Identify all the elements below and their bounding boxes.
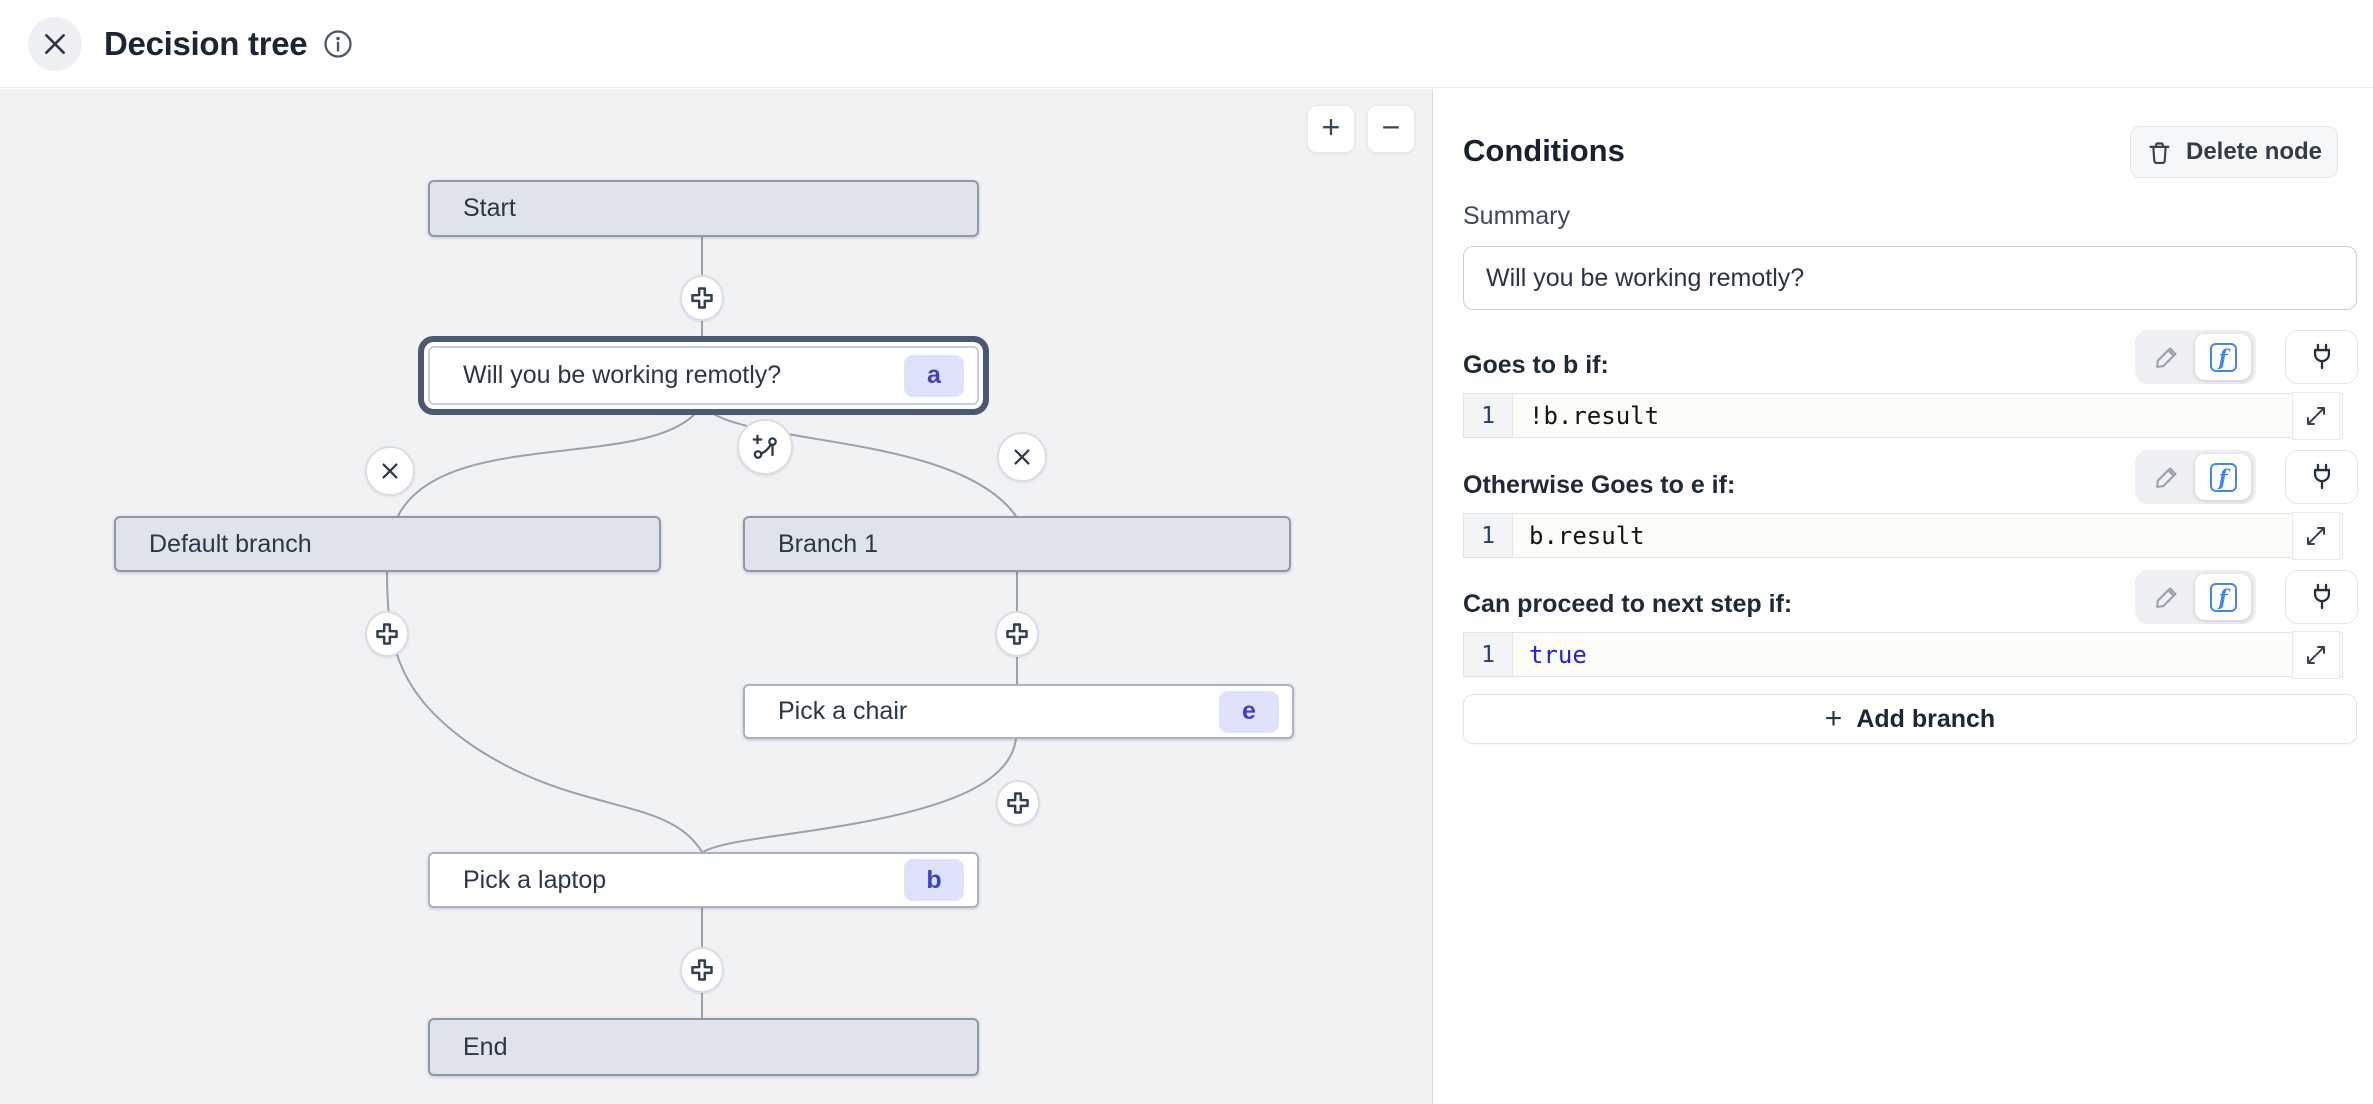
text-mode-button[interactable] [2139, 574, 2195, 620]
section-label: Can proceed to next step if: [1463, 590, 1792, 619]
code-text: !b.result [1529, 402, 1659, 430]
trash-icon [2146, 139, 2173, 166]
x-icon [379, 460, 401, 482]
pencil-icon [2154, 344, 2180, 370]
pencil-icon [2154, 584, 2180, 610]
expand-icon [2304, 524, 2328, 548]
plug-icon [2308, 462, 2336, 492]
line-number: 1 [1464, 633, 1513, 676]
x-icon [1011, 446, 1033, 468]
node-start[interactable]: Start [428, 180, 979, 237]
plug-icon [2308, 582, 2336, 612]
expand-editor-button[interactable] [2292, 512, 2340, 560]
node-end[interactable]: End [428, 1018, 979, 1076]
text-mode-button[interactable] [2139, 334, 2195, 380]
add-branch-label: Add branch [1856, 705, 1995, 734]
plus-icon [689, 285, 715, 311]
connect-data-button[interactable] [2285, 450, 2358, 504]
zoom-out-button[interactable]: − [1367, 105, 1415, 153]
node-pick-a-chair[interactable]: Pick a chair e [743, 684, 1294, 739]
remove-branch-button[interactable] [997, 432, 1047, 482]
add-node-button[interactable] [996, 780, 1040, 826]
zoom-in-button[interactable]: + [1307, 105, 1355, 153]
add-branch-connector-button[interactable] [737, 419, 793, 475]
remove-branch-button[interactable] [365, 446, 415, 496]
node-branch-1[interactable]: Branch 1 [743, 516, 1291, 572]
plug-icon [2308, 342, 2336, 372]
info-icon[interactable] [323, 29, 353, 59]
fx-icon: f [2210, 463, 2237, 492]
node-badge: e [1219, 691, 1279, 733]
node-label: Pick a laptop [463, 866, 606, 895]
summary-label: Summary [1463, 202, 1570, 231]
editor-mode-toggle: f [2135, 450, 2256, 504]
fx-mode-button[interactable]: f [2195, 334, 2251, 380]
node-decision[interactable]: Will you be working remotly? a [428, 346, 979, 405]
node-badge: a [904, 355, 964, 397]
close-icon [42, 31, 68, 57]
node-label: Will you be working remotly? [463, 361, 781, 390]
code-editor-goes-to-b[interactable]: 1 !b.result [1463, 393, 2343, 438]
add-node-button[interactable] [680, 947, 724, 993]
code-text: b.result [1529, 522, 1645, 550]
summary-input[interactable] [1463, 246, 2357, 310]
code-editor-goes-to-e[interactable]: 1 b.result [1463, 513, 2343, 558]
pencil-icon [2154, 464, 2180, 490]
node-badge: b [904, 859, 964, 901]
node-pick-a-laptop[interactable]: Pick a laptop b [428, 852, 979, 908]
section-controls: f [2135, 570, 2358, 624]
branch-icon [750, 432, 780, 462]
node-label: Default branch [149, 530, 312, 559]
connect-data-button[interactable] [2285, 330, 2358, 384]
plus-icon: + [1825, 702, 1843, 736]
expand-icon [2304, 404, 2328, 428]
add-node-button[interactable] [680, 275, 724, 321]
conditions-panel: Conditions Delete node Summary Goes to b… [1433, 89, 2373, 1104]
add-node-button[interactable] [995, 611, 1039, 657]
expand-icon [2304, 643, 2328, 667]
panel-title: Conditions [1463, 133, 1625, 169]
fx-mode-button[interactable]: f [2195, 574, 2251, 620]
section-label: Otherwise Goes to e if: [1463, 471, 1735, 500]
plus-icon [374, 621, 400, 647]
plus-icon [689, 957, 715, 983]
delete-node-label: Delete node [2186, 138, 2322, 166]
header: Decision tree [0, 0, 2373, 88]
line-number: 1 [1464, 514, 1513, 557]
editor-mode-toggle: f [2135, 330, 2256, 384]
expand-editor-button[interactable] [2292, 392, 2340, 440]
node-default-branch[interactable]: Default branch [114, 516, 661, 572]
fx-icon: f [2210, 343, 2237, 372]
section-label: Goes to b if: [1463, 351, 1609, 380]
text-mode-button[interactable] [2139, 454, 2195, 500]
node-label: Branch 1 [778, 530, 878, 559]
plus-icon [1005, 790, 1031, 816]
editor-mode-toggle: f [2135, 570, 2256, 624]
section-controls: f [2135, 330, 2358, 384]
fx-icon: f [2210, 583, 2237, 612]
node-label: Start [463, 194, 516, 223]
delete-node-button[interactable]: Delete node [2130, 126, 2338, 178]
add-branch-button[interactable]: + Add branch [1463, 694, 2357, 744]
section-controls: f [2135, 450, 2358, 504]
node-label: Pick a chair [778, 697, 907, 726]
fx-mode-button[interactable]: f [2195, 454, 2251, 500]
plus-icon [1004, 621, 1030, 647]
close-button[interactable] [28, 17, 82, 71]
add-node-button[interactable] [365, 611, 409, 657]
flow-canvas[interactable]: Start Will you be working remotly? a Def… [0, 89, 1433, 1104]
page-title: Decision tree [104, 25, 307, 63]
zoom-controls: + − [1307, 105, 1415, 153]
expand-editor-button[interactable] [2292, 631, 2340, 679]
code-editor-can-proceed[interactable]: 1 true [1463, 632, 2343, 677]
connect-data-button[interactable] [2285, 570, 2358, 624]
line-number: 1 [1464, 394, 1513, 437]
node-label: End [463, 1033, 507, 1062]
code-text: true [1529, 641, 1587, 669]
